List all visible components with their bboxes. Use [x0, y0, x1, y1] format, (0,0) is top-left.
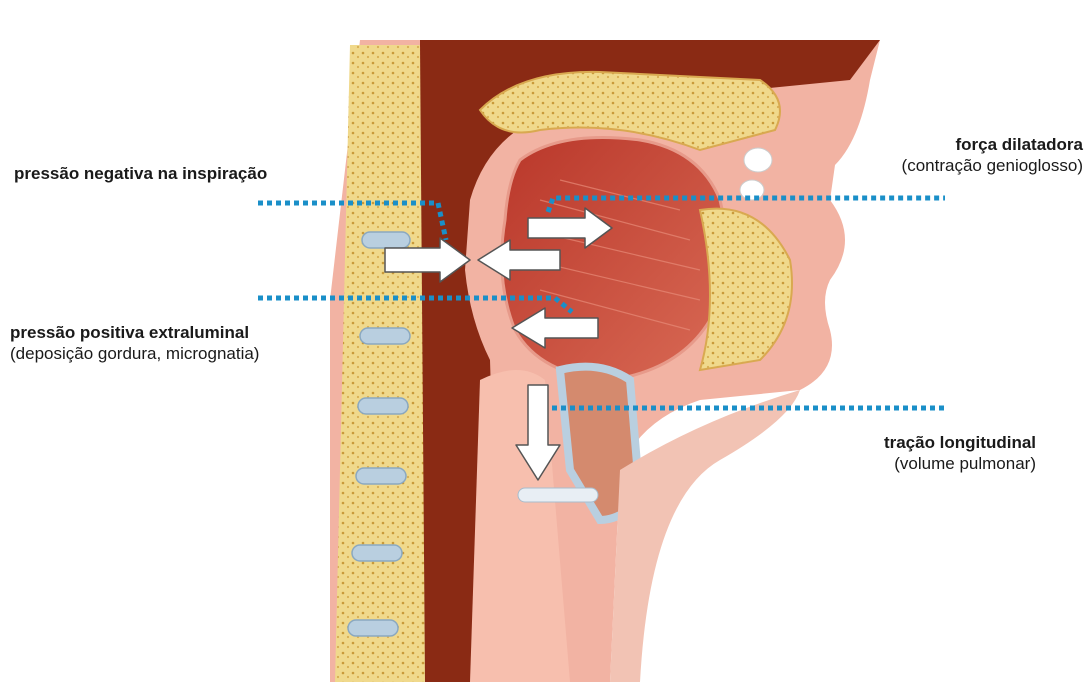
- lower-tooth: [740, 180, 764, 200]
- vocal-fold: [518, 488, 598, 502]
- upper-tooth: [744, 148, 772, 172]
- negative-pressure-title: pressão negativa na inspiração: [14, 163, 267, 184]
- longitudinal-traction-title: tração longitudinal: [840, 432, 1036, 453]
- spine: [335, 45, 425, 682]
- label-positive-pressure: pressão positiva extraluminal (deposição…: [10, 322, 259, 364]
- positive-pressure-title: pressão positiva extraluminal: [10, 322, 259, 343]
- positive-pressure-detail: (deposição gordura, micrognatia): [10, 343, 259, 364]
- anatomy-illustration: [330, 40, 880, 682]
- dilator-force-detail: (contração genioglosso): [850, 155, 1083, 176]
- label-dilator-force: força dilatadora (contração genioglosso): [850, 134, 1083, 176]
- longitudinal-traction-detail: (volume pulmonar): [840, 453, 1036, 474]
- label-negative-pressure: pressão negativa na inspiração: [14, 163, 267, 184]
- label-longitudinal-traction: tração longitudinal (volume pulmonar): [840, 432, 1036, 474]
- dilator-force-title: força dilatadora: [850, 134, 1083, 155]
